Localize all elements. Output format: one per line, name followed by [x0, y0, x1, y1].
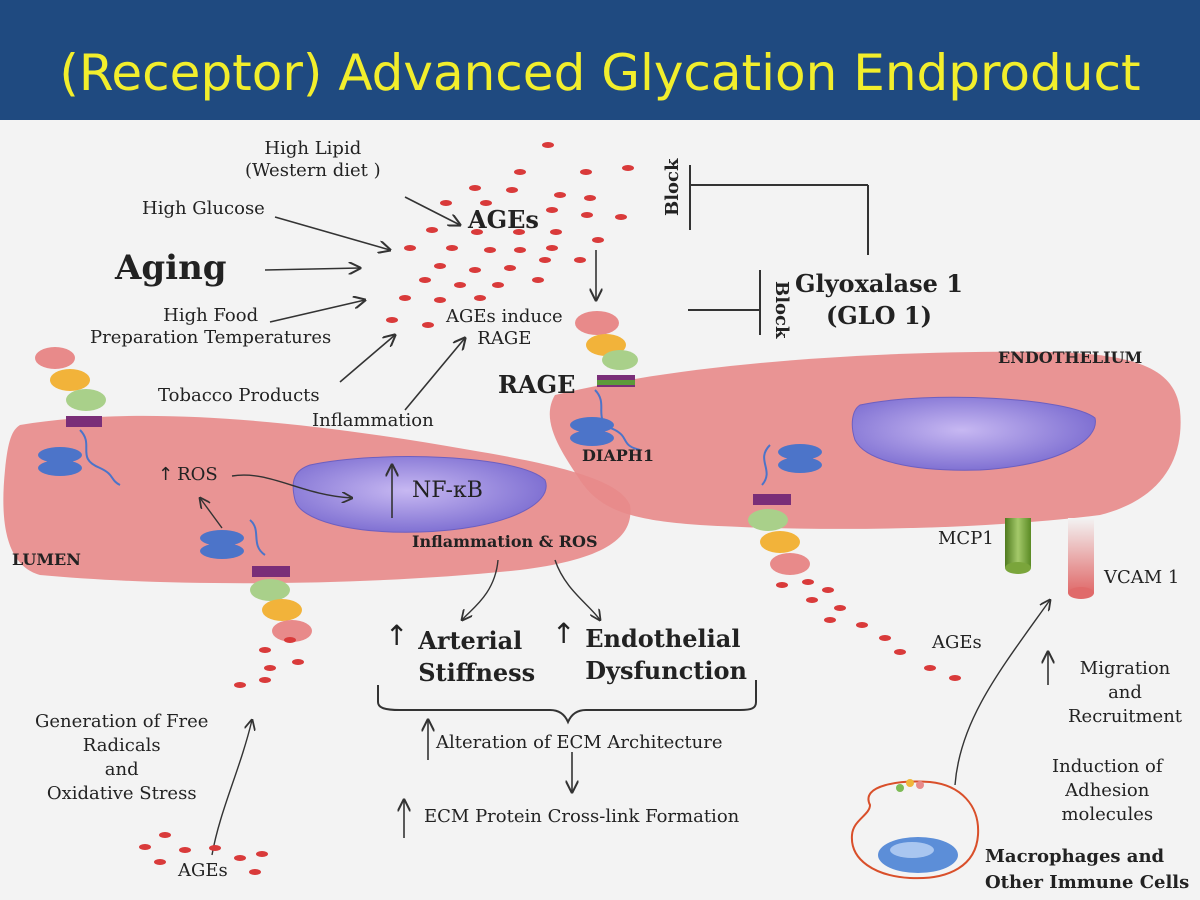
label-vcam1: VCAM 1 [1104, 567, 1180, 588]
age-dots-bottom [139, 832, 268, 875]
label-high-food: High Food Preparation Temperatures [90, 305, 332, 348]
label-ros-text: ROS [177, 464, 218, 485]
label-tobacco: Tobacco Products [158, 385, 320, 406]
up-arrow-icon: ↑ [158, 464, 174, 485]
label-diaph1: DIAPH1 [582, 446, 655, 465]
label-high-lipid-text: High Lipid (Western diet ) [245, 138, 381, 181]
label-ages-right: AGEs [932, 632, 982, 653]
up-arrow-icon: ↑ [385, 619, 409, 652]
label-inflammation: Inflammation [312, 410, 434, 431]
label-nfkb: NF-κB [412, 478, 483, 503]
label-block-glo: Block [771, 281, 792, 339]
slide-header: (Receptor) Advanced Glycation Endproduct [0, 0, 1200, 120]
label-high-glucose: High Glucose [142, 198, 265, 219]
label-block-top: Block [662, 158, 683, 217]
label-glo1: Glyoxalase 1 (GLO 1) [795, 269, 963, 330]
label-aging: Aging [115, 248, 227, 288]
age-dots-left [234, 637, 304, 688]
label-inflammation-ros: Inflammation & ROS [412, 532, 598, 551]
diagram-panel: High Lipid (Western diet ) High Glucose … [0, 120, 1200, 900]
label-rage: RAGE [498, 370, 576, 399]
diagram-graphics [3, 142, 1181, 880]
right-nucleus [851, 396, 1096, 471]
label-ros: ↑ROS [158, 464, 218, 486]
age-dots-right [776, 579, 961, 681]
label-arterial: ↑ Arterial Stiffness [385, 619, 536, 689]
slide-title: (Receptor) Advanced Glycation Endproduct [59, 44, 1141, 102]
label-induction: Induction of Adhesion molecules [1052, 756, 1163, 825]
label-ecm-crosslink: ECM Protein Cross-link Formation [424, 806, 740, 827]
age-dots-top [386, 142, 634, 328]
label-ecm-architecture: Alteration of ECM Architecture [436, 732, 723, 753]
label-ages-induce: AGEs induce RAGE [446, 306, 563, 349]
label-migration: Migration and Recruitment [1068, 658, 1183, 727]
label-endo-dys-text: Endothelial Dysfunction [585, 624, 747, 685]
rage-receptor-right [748, 444, 822, 575]
left-nucleus [292, 456, 547, 533]
mcp1-tube [1005, 518, 1031, 568]
vcam1-tube [1068, 518, 1094, 593]
label-free-radicals: Generation of Free Radicals and Oxidativ… [35, 711, 209, 804]
label-high-lipid: High Lipid (Western diet ) [245, 138, 381, 182]
label-endothelial-dysfunction: ↑ Endothelial Dysfunction [552, 617, 747, 687]
label-mcp1: MCP1 [938, 528, 994, 549]
label-endothelium: ENDOTHELIUM [998, 348, 1143, 367]
rage-receptor-top [570, 311, 641, 451]
label-ages-top: AGEs [468, 205, 539, 234]
label-lumen: LUMEN [12, 550, 81, 569]
label-macrophages: Macrophages and Other Immune Cells [985, 846, 1190, 893]
rage-receptor-left-top [35, 347, 121, 486]
label-ages-bottom: AGEs [178, 860, 228, 881]
rage-receptor-left-bottom [200, 519, 312, 642]
label-arterial-text: Arterial Stiffness [418, 626, 536, 687]
up-arrow-icon: ↑ [552, 617, 576, 650]
